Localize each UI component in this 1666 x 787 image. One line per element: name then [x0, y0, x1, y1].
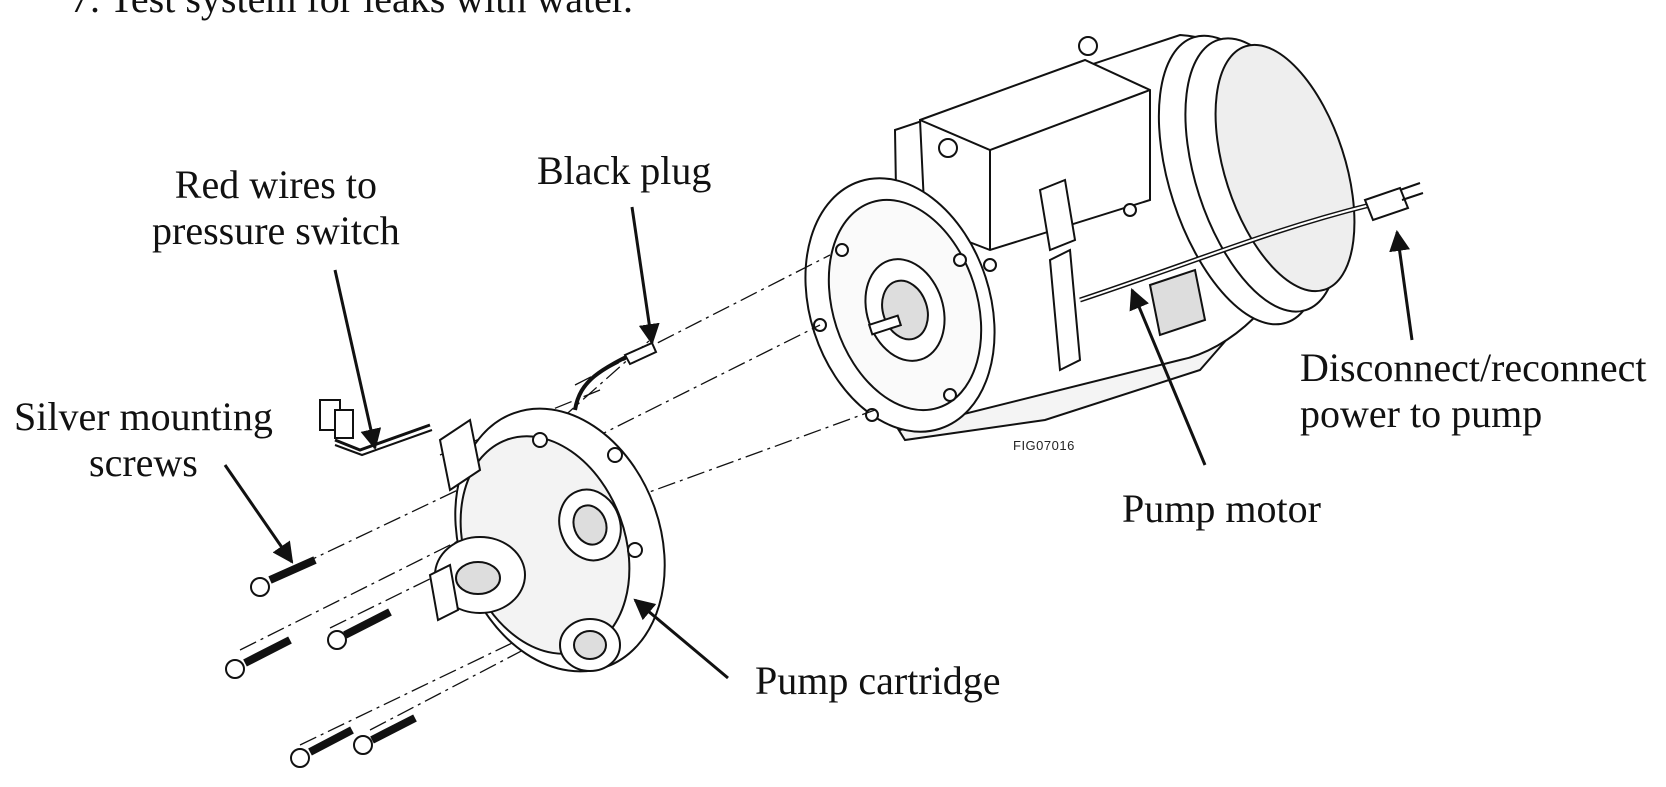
label-line: Silver mounting [14, 394, 273, 439]
arrow-red-wires [333, 269, 382, 451]
arrow-pump-motor [1129, 288, 1207, 466]
arrow-pump-cartridge [633, 598, 729, 680]
screw [353, 714, 417, 755]
label-pump-motor: Pump motor [1122, 486, 1321, 531]
label-line: Disconnect/reconnect [1300, 345, 1647, 390]
label-line: power to pump [1300, 391, 1543, 436]
arrow-black-plug [630, 206, 660, 346]
silver-screws-drawing [225, 556, 417, 768]
arrow-silver-screws [223, 464, 294, 564]
figure-id: FIG07016 [1013, 438, 1075, 453]
label-black-plug: Black plug [537, 148, 712, 193]
screw [225, 636, 292, 679]
label-red-wires: Red wires to pressure switch [152, 162, 400, 254]
label-line: screws [89, 440, 198, 485]
label-silver-screws: Silver mounting screws [14, 394, 273, 486]
pump-cartridge-drawing [428, 341, 666, 673]
screw [327, 608, 392, 650]
label-pump-cartridge: Pump cartridge [755, 658, 1001, 703]
label-line: pressure switch [152, 208, 400, 253]
step-text: 7. Test system for leaks with water. [70, 0, 633, 22]
label-line: Red wires to [174, 162, 377, 207]
screw [290, 726, 354, 768]
arrow-disconnect [1389, 229, 1414, 341]
red-wires-drawing [319, 399, 433, 457]
leader-arrows [223, 206, 1414, 680]
pump-motor-drawing [804, 33, 1424, 442]
screw [250, 556, 317, 597]
label-disconnect: Disconnect/reconnect power to pump [1300, 345, 1647, 437]
